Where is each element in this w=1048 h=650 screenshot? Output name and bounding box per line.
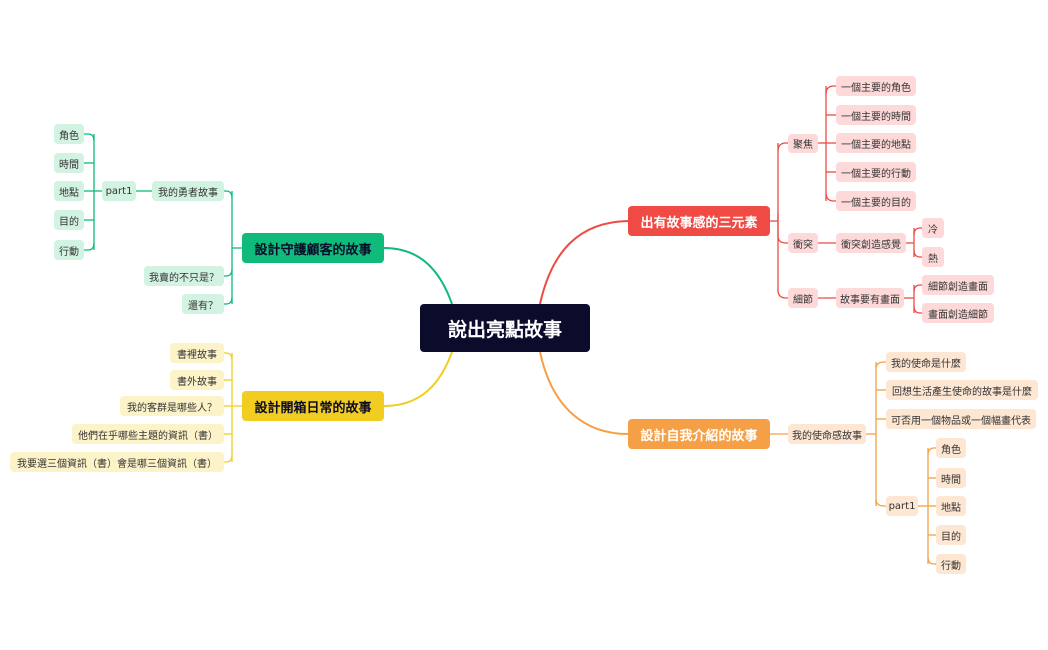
orange-connectors [770, 361, 936, 565]
unboxing-item[interactable]: 我要選三個資訊（書）會是哪三個資訊（書） [10, 452, 224, 472]
connector-root-red [539, 220, 629, 305]
part1-item[interactable]: 時間 [936, 468, 966, 488]
topic-self-intro[interactable]: 設計自我介紹的故事 [628, 419, 770, 449]
topic-story-elements[interactable]: 出有故事感的三元素 [628, 206, 770, 236]
part1-item[interactable]: 目的 [936, 525, 966, 545]
green-connectors [84, 133, 242, 305]
subtopic-detail[interactable]: 細節 [788, 288, 818, 308]
unboxing-item[interactable]: 我的客群是哪些人？ [120, 396, 224, 416]
focus-item[interactable]: 一個主要的時間 [836, 105, 916, 125]
extra-item[interactable]: 還有？ [182, 294, 224, 314]
focus-item[interactable]: 一個主要的行動 [836, 162, 916, 182]
focus-item[interactable]: 一個主要的角色 [836, 76, 916, 96]
subtopic-hero-story[interactable]: 我的勇者故事 [152, 181, 224, 201]
yellow-connectors [224, 352, 242, 463]
topic-guard-customer[interactable]: 設計守護顧客的故事 [242, 233, 384, 263]
conflict-feeling[interactable]: 衝突創造感覺 [836, 233, 906, 253]
detail-picture[interactable]: 故事要有畫面 [836, 288, 904, 308]
mission-item[interactable]: 可否用一個物品或一個幅畫代表 [886, 409, 1036, 429]
topic-daily-unboxing[interactable]: 設計開箱日常的故事 [242, 391, 384, 421]
focus-item[interactable]: 一個主要的目的 [836, 191, 916, 211]
part1-item[interactable]: 時間 [54, 153, 84, 173]
subtopic-part1[interactable]: part1 [886, 496, 918, 516]
extra-item[interactable]: 我賣的不只是？ [144, 266, 224, 286]
part1-item[interactable]: 目的 [54, 210, 84, 230]
unboxing-item[interactable]: 書外故事 [170, 370, 224, 390]
detail-item[interactable]: 細節創造畫面 [922, 275, 994, 295]
part1-item[interactable]: 行動 [936, 554, 966, 574]
focus-item[interactable]: 一個主要的地點 [836, 133, 916, 153]
conflict-item[interactable]: 冷 [922, 218, 944, 238]
connector-root-yellow [383, 351, 453, 407]
subtopic-part1[interactable]: part1 [102, 181, 136, 201]
connector-root-green [383, 247, 453, 305]
detail-item[interactable]: 畫面創造細節 [922, 303, 994, 323]
red-connectors [770, 85, 922, 314]
root-topic[interactable]: 說出亮點故事 [420, 304, 590, 352]
connector-root-orange [539, 351, 629, 435]
unboxing-item[interactable]: 書裡故事 [170, 343, 224, 363]
part1-item[interactable]: 地點 [936, 496, 966, 516]
conflict-item[interactable]: 熱 [922, 247, 944, 267]
mission-item[interactable]: 回想生活產生使命的故事是什麼 [886, 380, 1038, 400]
unboxing-item[interactable]: 他們在乎哪些主題的資訊（書） [72, 424, 224, 444]
mission-item[interactable]: 我的使命是什麼 [886, 352, 966, 372]
part1-item[interactable]: 行動 [54, 240, 84, 260]
part1-item[interactable]: 角色 [54, 124, 84, 144]
part1-item[interactable]: 地點 [54, 181, 84, 201]
subtopic-mission[interactable]: 我的使命感故事 [788, 424, 866, 444]
part1-item[interactable]: 角色 [936, 438, 966, 458]
subtopic-conflict[interactable]: 衝突 [788, 233, 818, 253]
subtopic-focus[interactable]: 聚焦 [788, 134, 818, 153]
